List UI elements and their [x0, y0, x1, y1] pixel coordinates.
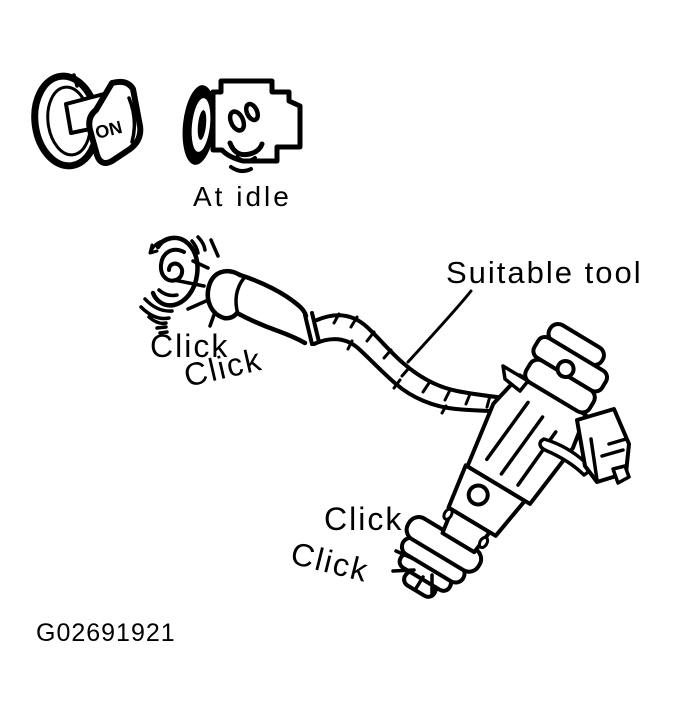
- sound-lines-earpiece: [172, 238, 220, 328]
- at-idle-label: At idle: [193, 181, 292, 212]
- sound-lines-injector: [391, 549, 434, 598]
- suitable-tool-leader-line: [406, 289, 473, 364]
- engine-eye-right: [243, 101, 261, 123]
- ignition-key-on-icon: ON: [31, 72, 144, 170]
- key-head: [86, 78, 144, 166]
- engine-at-idle-icon: [182, 78, 303, 174]
- click-word-injector-2: Click: [287, 535, 373, 589]
- engine-pulley: [182, 85, 216, 165]
- tool-flexible-shaft: [312, 312, 515, 415]
- ear-ripples: [139, 297, 174, 335]
- tool-tip: [501, 364, 530, 393]
- fuel-injector-icon: [397, 321, 631, 599]
- listening-tool-icon: [205, 269, 515, 415]
- engine-smile: [227, 140, 265, 158]
- suitable-tool-label: Suitable tool: [446, 255, 643, 290]
- tool-earpiece: [205, 269, 321, 346]
- ear-vibration-marks: [190, 235, 207, 255]
- key-slot-mark: [72, 73, 79, 88]
- figure-id: G02691921: [36, 619, 176, 647]
- injector-bracket: [538, 437, 593, 477]
- click-word-injector-1: Click: [324, 501, 403, 537]
- engine-eye-left: [227, 109, 247, 133]
- ear-arrow: [148, 238, 169, 255]
- click-word-ear-1: Click: [150, 328, 229, 364]
